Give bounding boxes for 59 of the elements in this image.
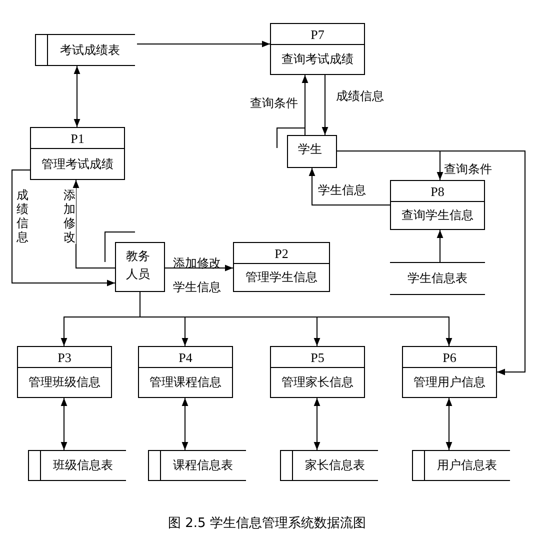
entity-name: 教务人员: [126, 249, 150, 281]
arrow: [12, 170, 116, 286]
process-box: [30, 127, 125, 180]
data-store: [28, 450, 126, 481]
process-id: P5: [271, 347, 364, 368]
process-name: 管理课程信息: [150, 374, 222, 391]
arrow: [72, 180, 116, 268]
process-box: [270, 346, 365, 398]
process-id: P2: [234, 243, 329, 264]
process-box: [390, 180, 485, 230]
store-name: 学生信息表: [408, 270, 468, 287]
process-name: 管理学生信息: [246, 269, 318, 286]
entity-box: [287, 135, 337, 168]
store-name: 考试成绩表: [60, 42, 120, 58]
arrow: [302, 74, 308, 136]
edge-label: 成绩信息: [336, 89, 384, 104]
arrow: [136, 40, 270, 48]
arrow: [60, 398, 68, 450]
edge-label: 添加修改: [63, 188, 76, 244]
process-name: 管理班级信息: [28, 374, 100, 391]
entity-box: [115, 242, 165, 292]
data-store: [148, 450, 246, 481]
store-name: 家长信息表: [305, 457, 365, 474]
data-store: [280, 450, 378, 481]
edge-label: 查询条件: [250, 96, 298, 111]
arrow: [182, 398, 188, 450]
arrow: [308, 168, 390, 206]
data-store: [412, 450, 510, 481]
data-store: [35, 34, 135, 66]
arrow: [74, 66, 80, 128]
process-box: [402, 346, 497, 398]
process-box: [17, 346, 112, 398]
store-name: 班级信息表: [53, 457, 113, 474]
entity-name: 学生: [298, 142, 322, 156]
process-name: 管理家长信息: [282, 374, 354, 391]
process-id: P1: [31, 128, 124, 149]
caption: 图 2.5 学生信息管理系统数据流图: [168, 515, 366, 532]
arrow: [322, 74, 328, 136]
process-box: [270, 23, 365, 75]
process-name: 查询学生信息: [402, 207, 474, 224]
process-box: [138, 346, 233, 398]
process-box: [233, 242, 330, 292]
process-id: P7: [271, 24, 364, 45]
arrow: [436, 230, 444, 262]
edge-label: 查询条件: [444, 162, 492, 177]
process-id: P3: [18, 347, 111, 368]
store-name: 用户信息表: [437, 457, 497, 474]
arrow: [314, 398, 320, 450]
process-name: 管理考试成绩: [42, 156, 114, 172]
store-name: 课程信息表: [173, 457, 233, 474]
process-name: 管理用户信息: [414, 374, 486, 391]
edge-label: 学生信息: [318, 183, 366, 198]
process-id: P6: [403, 347, 496, 368]
process-name: 查询考试成绩: [282, 51, 354, 68]
arrow: [446, 398, 452, 450]
edge-label: 成绩信息: [16, 188, 29, 244]
arrow: [164, 264, 234, 272]
process-id: P4: [139, 347, 232, 368]
process-id: P8: [391, 181, 484, 202]
